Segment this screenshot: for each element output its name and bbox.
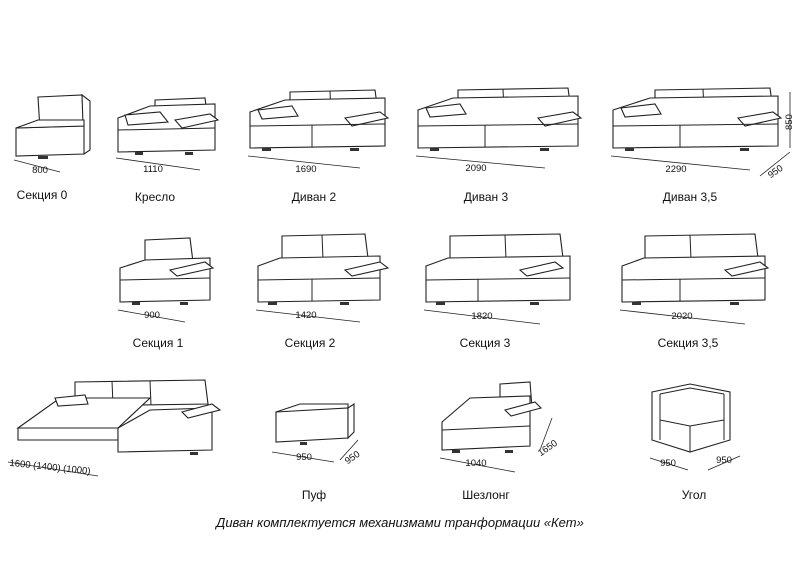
section-2-drawing [255,233,390,323]
section-1-drawing [117,237,215,323]
armchair-drawing [115,97,220,171]
label-section-0: Секция 0 [16,188,68,202]
label-corner: Угол [681,488,707,502]
dim-section-1-width: 900 [144,310,160,321]
section-3-drawing [423,233,571,325]
label-pouf: Пуф [301,488,327,502]
dim-sofa-2-width: 1690 [295,164,317,175]
dim-section-3-width: 1820 [471,311,493,322]
pouf-drawing [271,402,359,463]
dim-chaise-width: 1040 [465,458,487,469]
section-3-5-drawing [619,233,770,325]
dim-sofa-3-5-width: 2290 [665,164,687,175]
section-0-drawing [13,93,91,173]
label-section-3: Секция 3 [459,336,511,350]
dim-sofa-3-width: 2090 [465,163,487,174]
dim-pouf-width: 950 [296,452,312,463]
dim-section-2-width: 1420 [295,310,317,321]
label-sofa-2: Диван 2 [291,190,337,204]
label-chaise: Шезлонг [462,488,510,502]
dim-armchair-width: 1110 [143,164,163,175]
dim-section-3-5-width: 2020 [671,311,693,322]
sofa-2-drawing [247,89,390,169]
dim-corner-width: 950 [660,458,676,469]
label-section-2: Секция 2 [284,336,336,350]
label-armchair: Кресло [134,190,176,204]
sofa-3-5-drawing [610,87,791,177]
sofa-3-drawing [415,87,583,169]
dim-section-0-width: 800 [32,165,48,176]
label-section-1: Секция 1 [132,336,184,350]
label-section-3-5: Секция 3,5 [657,336,719,350]
sofa-bed-drawing [7,379,222,477]
caption: Диван комплектуется механизмами транформ… [216,515,584,530]
dim-sofa-3-5-height: 850 [784,114,795,130]
label-sofa-3: Диван 3 [463,190,509,204]
dim-corner-depth: 950 [716,455,732,466]
corner-drawing [649,383,741,471]
chaise-drawing [439,381,553,473]
label-sofa-3-5: Диван 3,5 [662,190,718,204]
